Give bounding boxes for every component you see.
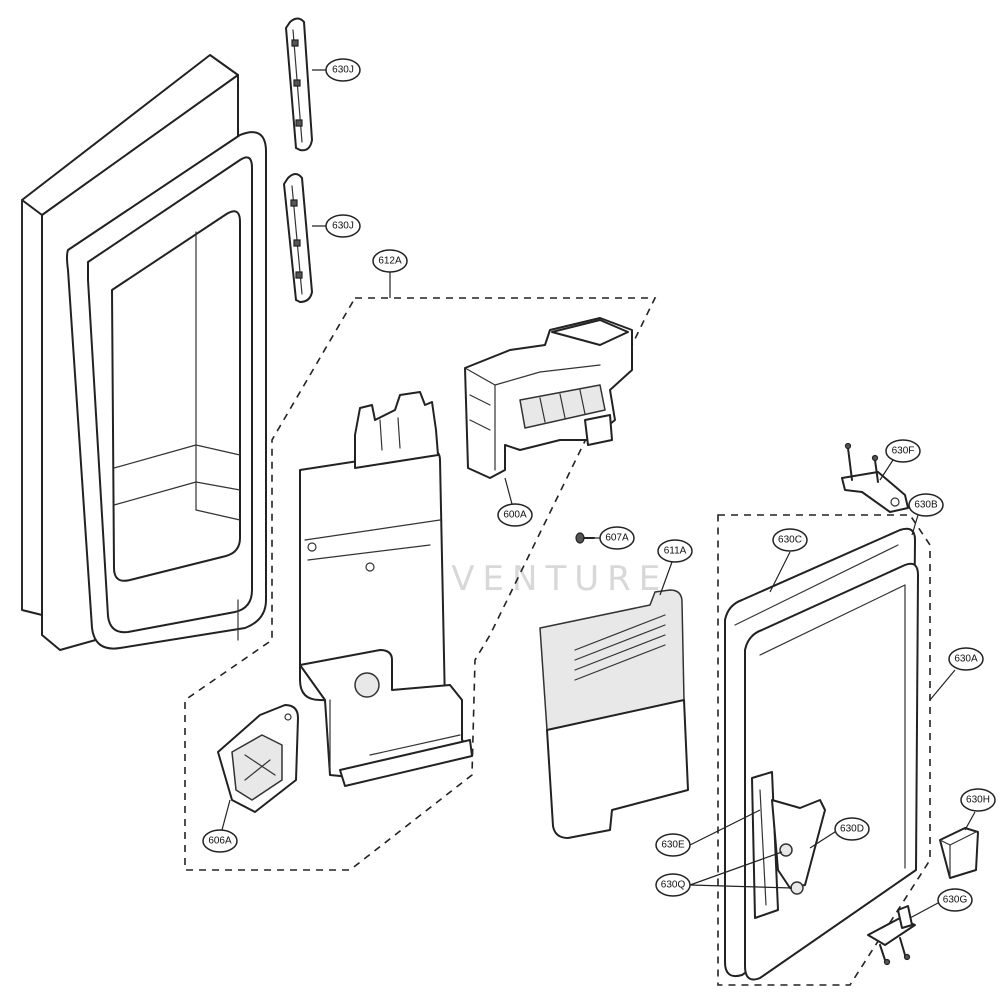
label-630q: 630Q (655, 873, 691, 897)
label-630c: 630C (772, 528, 808, 552)
leader-606a (221, 799, 231, 831)
hinge-cap-630h-part (939, 827, 979, 879)
label-630j-middle: 630J (325, 214, 361, 238)
label-text: 630C (778, 535, 802, 546)
label-607a: 607A (599, 526, 635, 550)
label-text: 630Q (661, 880, 686, 891)
label-630a: 630A (948, 647, 984, 671)
label-text: 612A (378, 256, 402, 267)
label-text: 630J (332, 65, 354, 76)
label-text: 600A (503, 510, 527, 521)
ice-maker-part (464, 317, 633, 479)
dispenser-cover-part (539, 589, 689, 839)
leader-600a (504, 477, 513, 505)
label-text: 607A (605, 533, 629, 544)
label-text: 611A (664, 546, 687, 557)
leader-630g (909, 902, 939, 919)
lower-hinge-630g-part (867, 905, 916, 966)
label-630f: 630F (885, 439, 921, 463)
cap-630j-middle (283, 173, 313, 303)
label-text: 630J (332, 221, 354, 232)
dispenser-bracket-part (299, 391, 473, 787)
label-630e: 630E (655, 833, 691, 857)
handle-630e-part (751, 771, 779, 919)
label-630j-top: 630J (325, 58, 361, 82)
screw-607a (575, 532, 595, 544)
label-611a: 611A (657, 539, 693, 563)
leader-630q (689, 851, 793, 889)
label-612a: 612A (372, 249, 408, 273)
leader-630b (911, 514, 919, 536)
label-630h: 630H (960, 788, 996, 812)
label-606a: 606A (202, 829, 238, 853)
leader-630e (689, 809, 761, 846)
label-630d: 630D (834, 817, 870, 841)
leader-630f (879, 459, 894, 481)
label-630b: 630B (908, 493, 944, 517)
label-text: 630B (914, 500, 938, 511)
label-630g: 630G (937, 888, 973, 912)
leader-630a (929, 669, 956, 701)
assembly-630a-outline (717, 514, 931, 986)
label-text: 630E (661, 840, 685, 851)
label-text: 630A (954, 654, 978, 665)
label-text: 630H (966, 795, 990, 806)
assembly-612a-outline (184, 297, 657, 871)
label-text: 630D (840, 824, 864, 835)
leader-630h (964, 811, 976, 831)
leader-630c (769, 551, 791, 593)
handle-630d-part (771, 799, 826, 895)
door-frame-part (21, 54, 267, 651)
leader-630d (809, 829, 839, 849)
cap-630j-top (285, 17, 313, 152)
motor-housing-part (217, 704, 299, 813)
label-text: 606A (208, 836, 232, 847)
label-text: 630F (892, 446, 915, 457)
label-text: 630G (943, 895, 968, 906)
label-600a: 600A (497, 503, 533, 527)
leader-611a (659, 561, 673, 596)
